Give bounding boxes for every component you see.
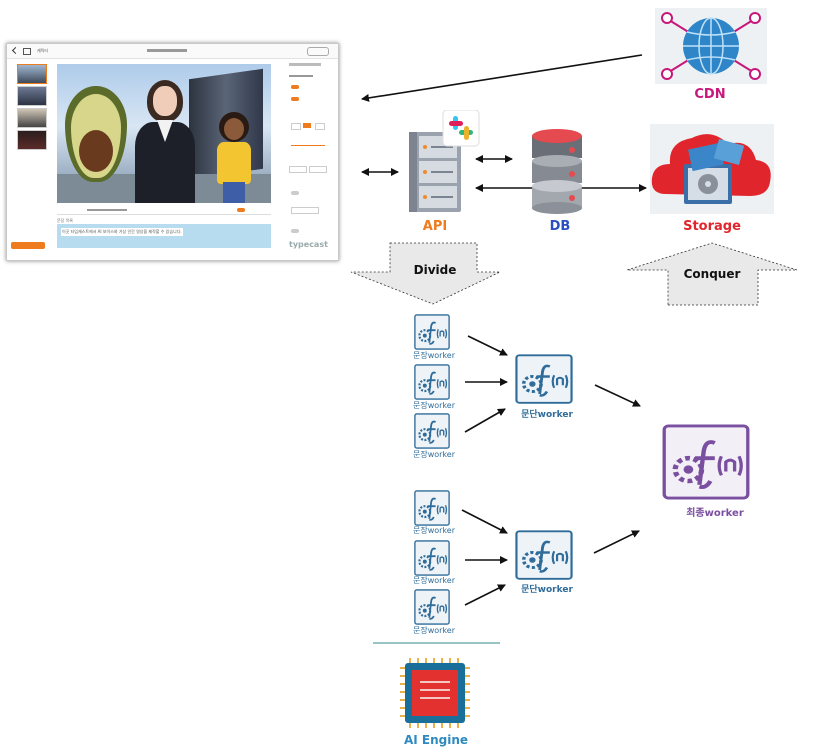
ai-engine-chip-icon — [400, 658, 470, 728]
add-scene-button — [11, 242, 45, 249]
paragraph-to-final-arrow — [594, 384, 641, 407]
sentence-worker-label: 문장worker — [412, 626, 455, 635]
panel-chip — [291, 207, 319, 214]
girl-shirt — [217, 142, 251, 184]
cdn-icon — [655, 8, 767, 84]
video-stage — [57, 64, 271, 203]
panel-chip-active — [303, 123, 311, 128]
screenshot-tab-label: 캐릭터 — [37, 48, 49, 53]
slack-icon — [442, 110, 480, 147]
panel-line — [289, 63, 321, 66]
sentence-to-paragraph-arrow — [464, 584, 506, 606]
paragraph-to-final-arrow — [593, 530, 640, 554]
girl-pants — [223, 182, 245, 203]
sentence-worker-icon — [414, 364, 450, 400]
panel-chip — [309, 166, 327, 173]
sentence-worker-icon — [414, 413, 450, 449]
paragraph-worker-icon — [515, 530, 573, 580]
scene-thumb-1 — [17, 64, 47, 84]
cdn-to-client-arrow — [361, 54, 643, 102]
script-panel: 이곳 타입캐스트에서 AI 보이스와 가상 인간 영상을 제작할 수 있습니다. — [57, 224, 271, 248]
conquer-arrow — [626, 242, 798, 306]
conquer-label: Conquer — [683, 267, 741, 281]
db-icon — [532, 129, 582, 214]
scene-thumb-2 — [17, 86, 47, 106]
panel-chip — [315, 123, 325, 130]
play-controls — [87, 209, 127, 211]
final-worker-label: 최종worker — [686, 508, 744, 519]
sentence-to-paragraph-arrow — [464, 408, 506, 433]
share-button — [307, 47, 329, 56]
scene-thumb-3 — [17, 108, 47, 128]
divide-label: Divide — [413, 263, 457, 277]
toggle — [291, 97, 299, 101]
sentence-to-paragraph-arrow — [461, 509, 508, 534]
api-server-icon — [409, 110, 480, 212]
sentence-to-paragraph-arrow — [467, 335, 508, 356]
settings-panel — [285, 61, 333, 241]
paragraph-worker-label: 문단worker — [521, 585, 573, 595]
cdn-label: CDN — [694, 87, 726, 102]
panel-chip — [289, 166, 307, 173]
typecast-logo: typecast — [289, 240, 328, 249]
paragraph-worker-label: 문단worker — [521, 410, 573, 420]
sentence-worker-icon — [414, 540, 450, 576]
panel-chip — [291, 123, 301, 130]
sentence-worker-label: 문장worker — [412, 576, 455, 585]
sentence-worker-label: 문장worker — [412, 351, 455, 360]
sentence-worker-label: 문장worker — [412, 450, 455, 459]
storage-label: Storage — [683, 219, 741, 234]
sentence-worker-icon — [414, 314, 450, 350]
sentence-worker-label: 문장worker — [412, 401, 455, 410]
panel-line — [289, 75, 313, 77]
toggle-off — [291, 191, 299, 195]
toggle — [291, 85, 299, 89]
api-label: API — [422, 219, 448, 234]
app-screenshot: 캐릭터 문장 목록 이곳 타입캐스트에서 AI 보이스와 가상 인간 영상을 제… — [6, 43, 339, 261]
final-worker-icon — [662, 424, 750, 500]
playback-bar — [57, 206, 271, 215]
paragraph-worker-icon — [515, 354, 573, 404]
sentence-worker-icon — [414, 589, 450, 625]
script-label: 문장 목록 — [57, 218, 73, 223]
scene-thumb-4 — [17, 130, 47, 150]
screenshot-toolbar: 캐릭터 — [7, 44, 338, 59]
menu-icon — [23, 48, 31, 55]
ai-engine-label: AI Engine — [403, 733, 469, 747]
storage-icon — [650, 124, 774, 214]
sentence-worker-icon — [414, 490, 450, 526]
sentence-worker-label: 문장worker — [412, 526, 455, 535]
screenshot-title-bar — [147, 49, 187, 52]
girl-face — [224, 118, 244, 140]
avocado-pit — [79, 130, 113, 172]
divide-arrow — [350, 242, 501, 305]
toggle-off — [291, 229, 299, 233]
script-text: 이곳 타입캐스트에서 AI 보이스와 가상 인간 영상을 제작할 수 있습니다. — [61, 228, 183, 236]
toggle — [237, 208, 245, 212]
panel-slider — [291, 145, 325, 146]
db-label: DB — [549, 219, 571, 234]
presenter-face — [153, 86, 177, 116]
